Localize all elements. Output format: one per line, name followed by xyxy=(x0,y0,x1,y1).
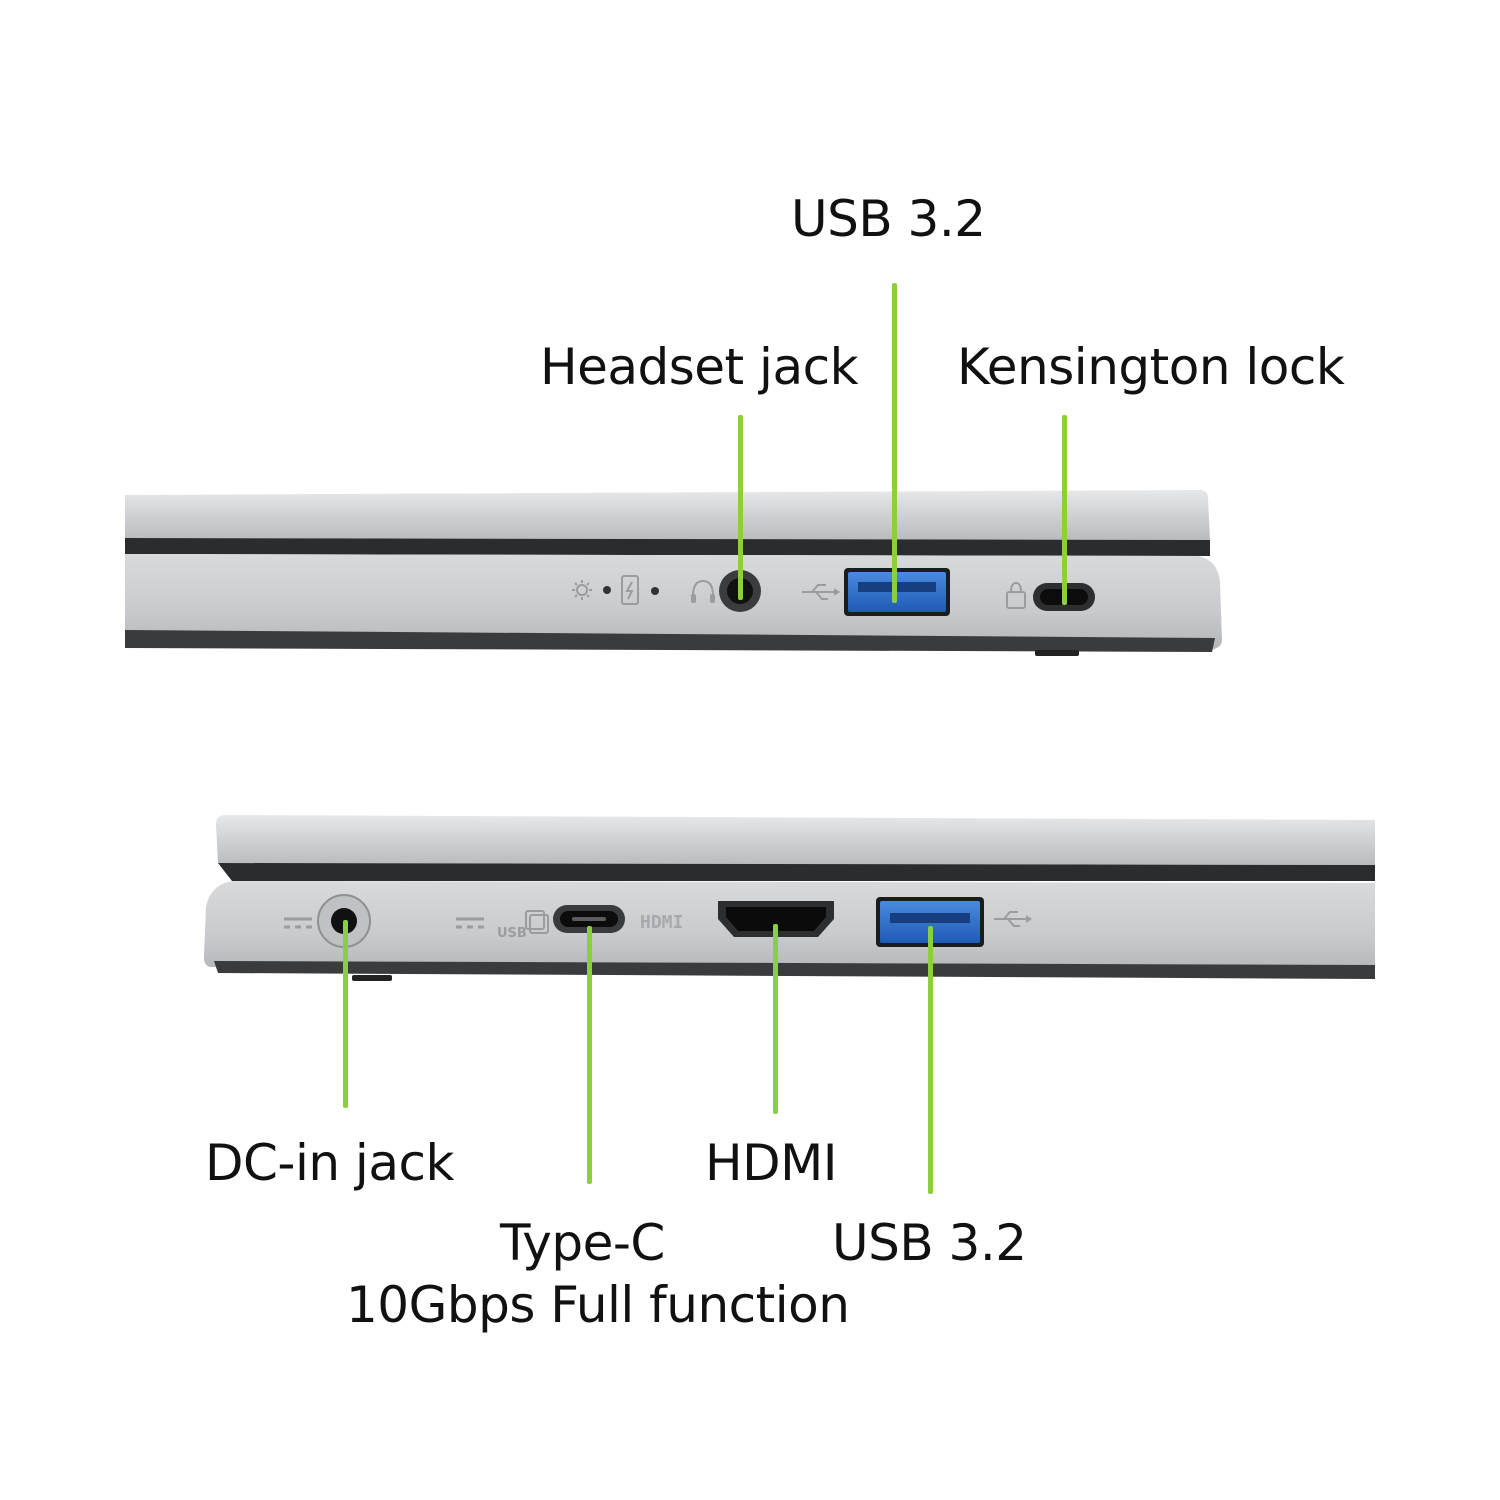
leader-line-type-c xyxy=(587,926,592,1184)
label-kensington-lock: Kensington lock xyxy=(957,338,1345,396)
battery-charge-icon xyxy=(621,575,639,605)
hinge-gap xyxy=(125,538,1210,556)
base-bottom-edge xyxy=(125,630,1215,652)
label-usb-bottom: USB 3.2 xyxy=(832,1214,1027,1272)
base-bottom-edge xyxy=(214,961,1375,979)
laptop-left-side-view xyxy=(125,490,1222,656)
hdmi-icon: HDMI xyxy=(640,912,683,933)
lid-panel xyxy=(216,815,1375,865)
rubber-foot xyxy=(352,975,392,981)
leader-line-kensington xyxy=(1062,415,1067,605)
type-c-port xyxy=(553,905,625,933)
headset-icon xyxy=(691,579,715,603)
leader-line-usb-top xyxy=(892,283,897,603)
leader-line-usb-bottom xyxy=(928,926,933,1194)
label-headset-jack: Headset jack xyxy=(540,338,859,396)
usb-power-display-icon xyxy=(456,910,549,934)
power-led xyxy=(603,586,611,594)
leader-line-hdmi xyxy=(773,924,778,1114)
usb-trident-icon xyxy=(802,584,840,600)
hinge-gap xyxy=(218,863,1375,881)
hdmi-port xyxy=(718,901,834,937)
kensington-lock-icon xyxy=(1006,581,1026,609)
dc-power-icon xyxy=(284,917,312,929)
usb-trident-icon xyxy=(994,911,1032,927)
label-usb-top: USB 3.2 xyxy=(791,190,986,248)
label-type-c: Type-C xyxy=(500,1214,665,1272)
rubber-foot xyxy=(1035,650,1079,656)
label-type-c-speed: 10Gbps Full function xyxy=(346,1276,850,1334)
laptop-right-side-view: USB HDMI xyxy=(203,815,1375,981)
lid-panel xyxy=(125,490,1210,540)
usb-a-port-top xyxy=(844,568,950,616)
battery-led xyxy=(651,587,659,595)
power-led-icon xyxy=(572,580,592,600)
label-hdmi: HDMI xyxy=(705,1134,837,1192)
usb-a-port-bottom xyxy=(876,897,984,947)
leader-line-headset xyxy=(738,415,743,600)
usb-small-label: USB xyxy=(497,926,527,941)
leader-line-dc-in xyxy=(343,920,348,1108)
label-dc-in-jack: DC-in jack xyxy=(205,1134,454,1192)
